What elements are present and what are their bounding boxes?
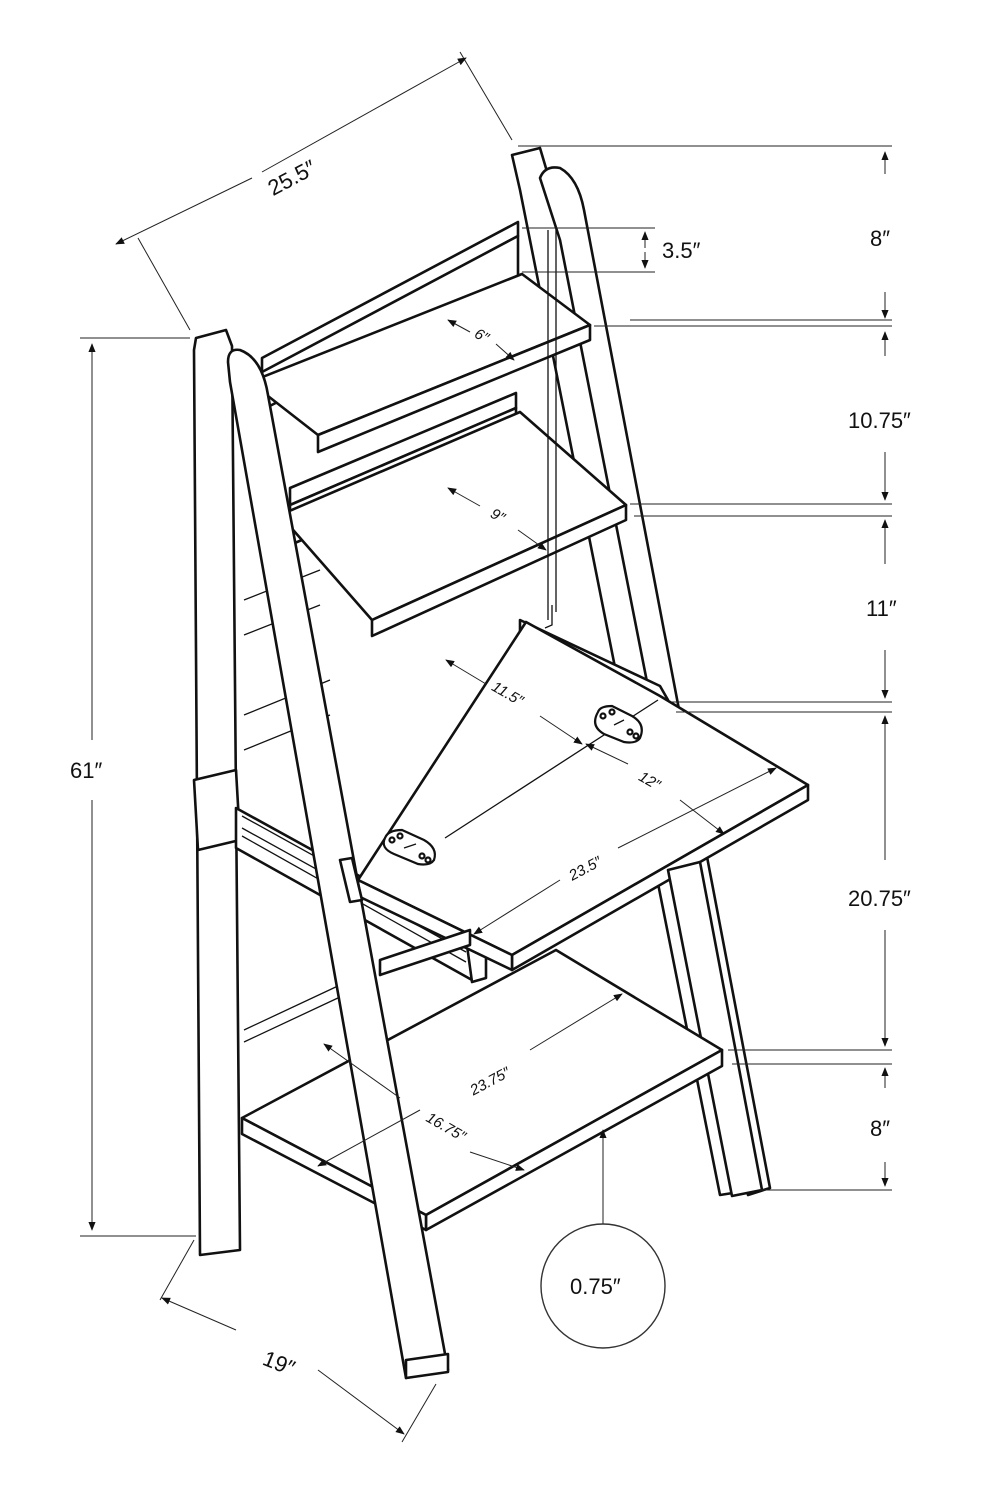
desk-top xyxy=(356,620,810,972)
inner-back-posts xyxy=(544,230,557,629)
shelf-gap-1-label: 10.75″ xyxy=(848,408,911,433)
overall-depth-label: 19″ xyxy=(259,1346,298,1381)
extension-lines xyxy=(80,51,892,1443)
front-left-leg xyxy=(226,348,450,1380)
top-section-label: 8″ xyxy=(870,226,890,251)
dimension-arrows xyxy=(88,57,889,1435)
hinge-bottom-icon xyxy=(382,828,436,866)
hinge-top-icon xyxy=(593,704,643,744)
second-shelf xyxy=(278,410,628,638)
bottom-section-label: 8″ xyxy=(870,1116,890,1141)
thickness-callout-circle xyxy=(540,1223,666,1349)
desk-height-label: 20.75″ xyxy=(848,886,911,911)
shelf-gap-2-label: 11″ xyxy=(866,596,897,621)
overall-height-label: 61″ xyxy=(70,758,102,783)
top-shelf xyxy=(248,272,592,454)
overall-width-label: 25.5″ xyxy=(264,155,321,201)
top-board-label: 3.5″ xyxy=(662,238,701,263)
board-thickness-label: 0.75″ xyxy=(570,1274,621,1299)
